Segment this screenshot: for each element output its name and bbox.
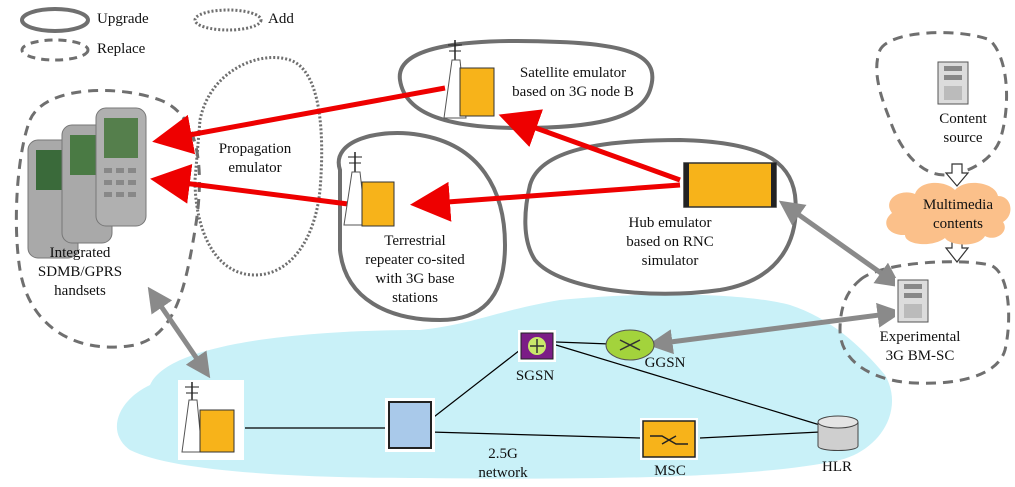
satellite-node-icon bbox=[443, 40, 495, 119]
bmsc-server-icon bbox=[895, 278, 931, 324]
hub-to-satellite-link bbox=[498, 109, 681, 183]
bmsc-label: Experimental 3G BM-SC bbox=[879, 329, 961, 364]
sat-to-handsets-link bbox=[152, 85, 446, 155]
sgsn-label: SGSN bbox=[515, 368, 555, 384]
hub-node-icon bbox=[683, 162, 777, 208]
msc-label: MSC bbox=[654, 463, 686, 479]
handsets-to-bts-link bbox=[147, 286, 211, 379]
content-source-outline bbox=[875, 31, 1008, 177]
terrestrial-outline bbox=[336, 131, 508, 323]
content-server-icon bbox=[935, 60, 971, 106]
hub-label: Hub emulator based on RNC simulator bbox=[626, 215, 714, 269]
propagation-outline bbox=[193, 56, 324, 277]
ggsn-label: GGSN bbox=[644, 355, 686, 371]
bts-node-icon bbox=[178, 380, 244, 460]
hlr-node-icon bbox=[817, 415, 859, 451]
ggsn-node-icon bbox=[605, 329, 655, 361]
satellite-outline bbox=[397, 39, 655, 131]
handsets-label: Integrated SDMB/GPRS handsets bbox=[37, 245, 123, 299]
multimedia-label: Multimedia contents bbox=[923, 197, 993, 232]
satellite-label: Satellite emulator based on 3G node B bbox=[512, 65, 634, 100]
terrestrial-label: Terrestrial repeater co-sited with 3G ba… bbox=[365, 233, 465, 306]
network-label: 2.5G network bbox=[478, 446, 528, 481]
hub-to-terrestrial-link bbox=[410, 181, 681, 222]
terrestrial-node-icon bbox=[343, 152, 395, 227]
handsets-outline bbox=[14, 88, 201, 349]
bsc-node-icon bbox=[385, 398, 435, 452]
handset-devices bbox=[27, 107, 147, 259]
legend-add-shape bbox=[193, 8, 263, 32]
terrestrial-to-handsets-link bbox=[150, 163, 349, 207]
legend-upgrade-label: Upgrade bbox=[97, 11, 149, 27]
ggsn-to-bmsc-link bbox=[647, 302, 903, 355]
legend-add-label: Add bbox=[268, 11, 294, 27]
legend-replace-label: Replace bbox=[97, 41, 146, 57]
sgsn-node-icon bbox=[518, 330, 556, 362]
hlr-label: HLR bbox=[822, 459, 852, 475]
propagation-label: Propagation emulator bbox=[218, 141, 292, 176]
content-to-multimedia-arrow bbox=[944, 163, 970, 187]
multimedia-cloud bbox=[886, 182, 1011, 245]
legend-upgrade-shape bbox=[20, 7, 90, 33]
hub-to-bmsc-link bbox=[778, 200, 902, 288]
legend-replace-shape bbox=[20, 38, 90, 62]
network-links bbox=[245, 341, 821, 439]
content-source-label: Content source bbox=[939, 111, 987, 146]
msc-node-icon bbox=[640, 418, 698, 460]
